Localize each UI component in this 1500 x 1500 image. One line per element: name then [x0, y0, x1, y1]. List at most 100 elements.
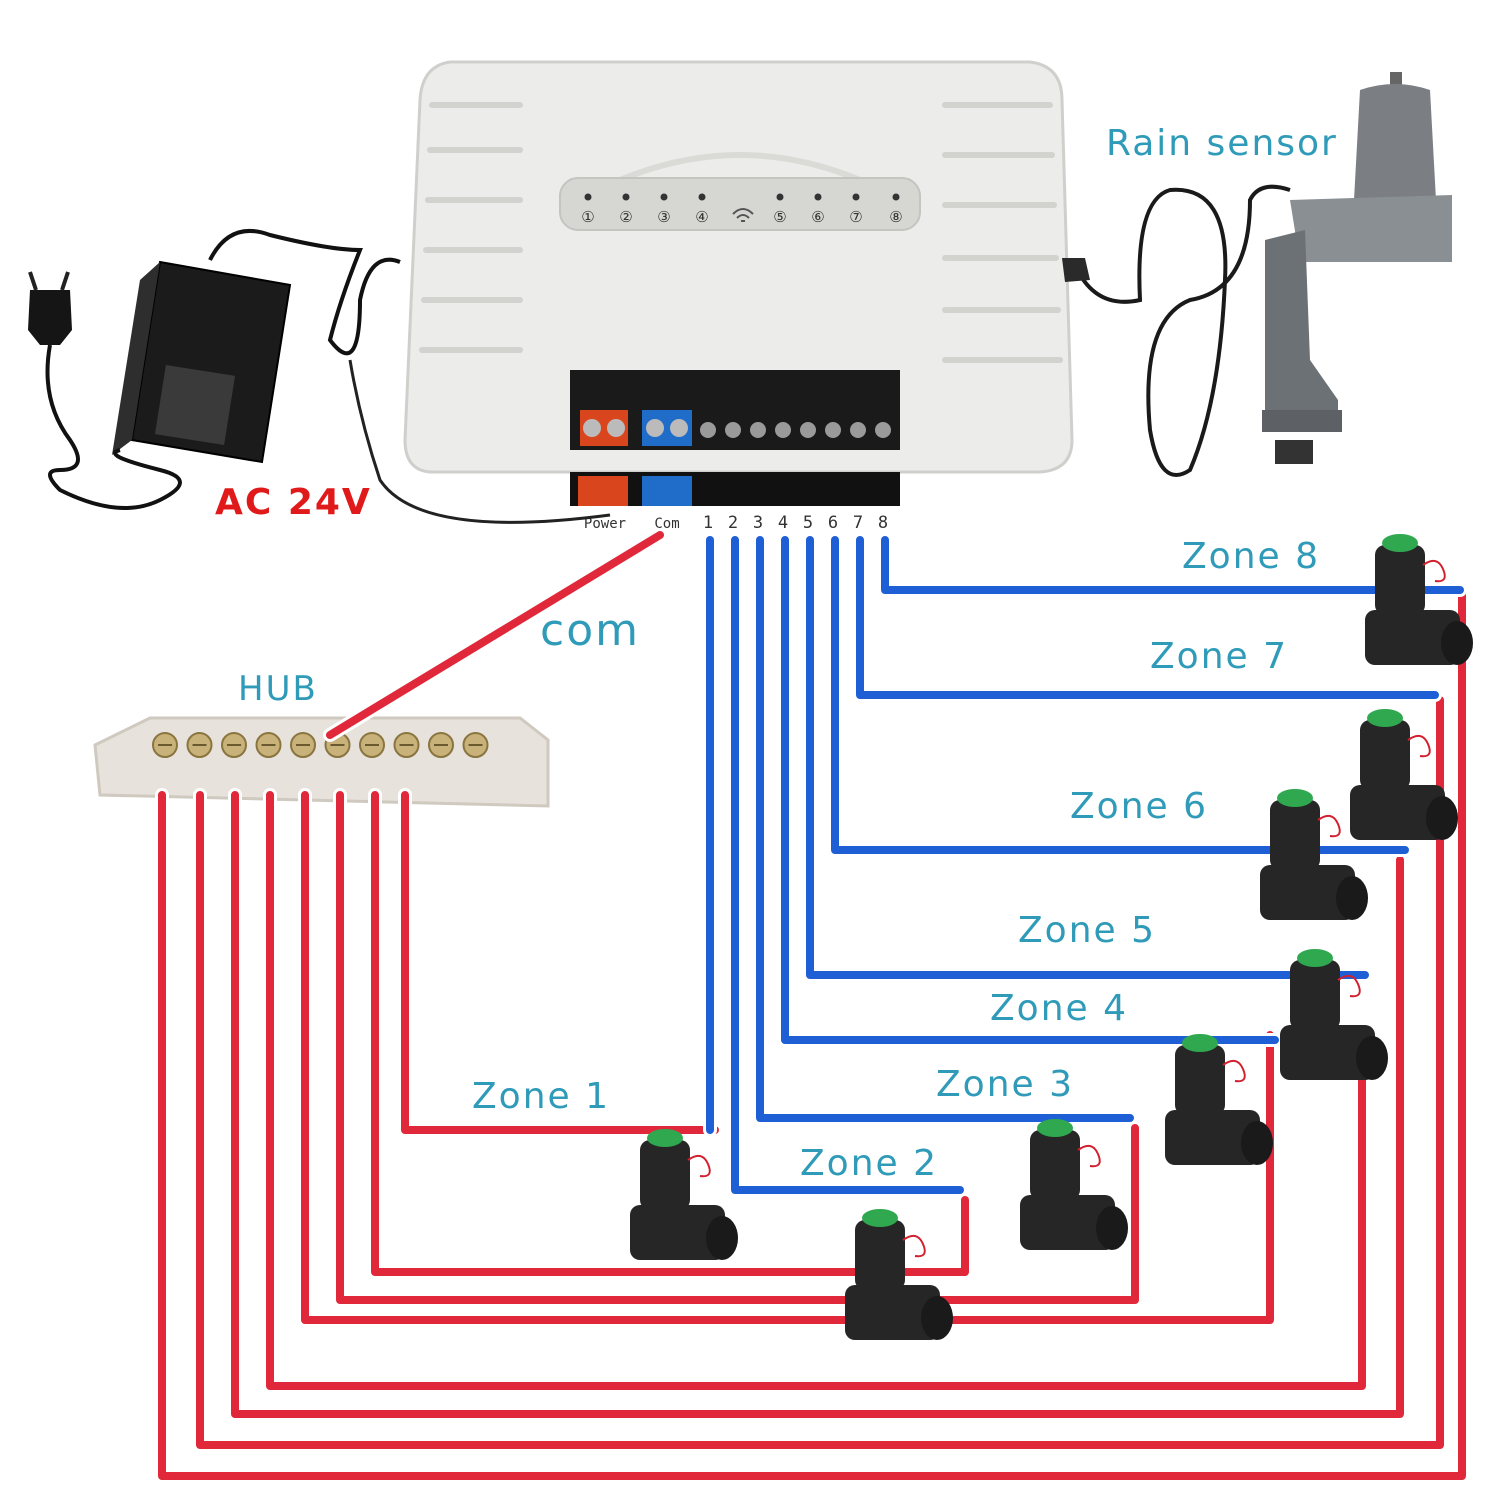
valve-solenoid: [1270, 800, 1320, 870]
led-label-4: ④: [695, 208, 708, 226]
zone-label-6: Zone 6: [1070, 786, 1208, 827]
adapter-cable-top: [208, 229, 401, 356]
controller-hump: [618, 152, 862, 183]
valve-solenoid: [1030, 1130, 1080, 1200]
valve-lead: [1317, 814, 1341, 838]
ac-24v-label: AC 24V: [215, 482, 372, 523]
common-wire-zone-7-outline: [193, 693, 1447, 1452]
led-label-3: ③: [657, 208, 670, 226]
zone-screw-1: [700, 422, 716, 438]
zone-wire-4: [781, 536, 1279, 1044]
common-wires: [155, 528, 1469, 1483]
valve-port: [1096, 1206, 1128, 1250]
led-label-6: ⑥: [811, 208, 824, 226]
valve-zone-6: [1260, 789, 1368, 920]
com-wire: [326, 531, 664, 739]
adapter-side: [112, 262, 160, 455]
common-wire-zone-7: [196, 696, 1444, 1449]
valve-zone-4: [1165, 1034, 1273, 1165]
terminal-label-3: 2: [728, 513, 738, 533]
power-adapter: AC 24V: [28, 229, 611, 524]
valve-zone-5: [1280, 949, 1388, 1080]
led-label-7: ⑦: [849, 208, 862, 226]
zone-wire-8: [881, 536, 1464, 594]
valve-cap: [1182, 1034, 1218, 1052]
valve-zone-1: [630, 1129, 738, 1260]
valve-zone-7: [1350, 709, 1458, 840]
rain-sensor-knob: [1275, 440, 1313, 464]
valve-solenoid: [1360, 720, 1410, 790]
rain-sensor-label: Rain sensor: [1106, 123, 1338, 164]
led-5: [776, 193, 784, 201]
rain-sensor-arm: [1265, 230, 1338, 430]
zone-screw-7: [850, 422, 866, 438]
valve-lead: [1222, 1059, 1246, 1083]
controller-grill-left: [419, 102, 523, 353]
common-wire-zone-8: [158, 584, 1466, 1480]
valve-cap: [647, 1129, 683, 1147]
zone-label-1: Zone 1: [472, 1076, 610, 1117]
rain-sensor-cable-coil: [1073, 184, 1291, 477]
terminal-label-6: 5: [803, 513, 813, 533]
terminal-label-4: 3: [753, 513, 763, 533]
valve-zone-8: [1365, 534, 1473, 665]
valve-cap: [862, 1209, 898, 1227]
led-1: [584, 193, 592, 201]
valve-solenoid: [640, 1140, 690, 1210]
terminal-label-5: 4: [778, 513, 788, 533]
controller-grill-right: [942, 102, 1063, 363]
terminal-label-8: 7: [853, 513, 863, 533]
led-label-2: ②: [619, 208, 632, 226]
common-wire-zone-2: [371, 791, 969, 1276]
common-wire-zone-5: [266, 791, 1366, 1390]
rain-sensor: Rain sensor: [1062, 72, 1452, 477]
zone-wires: [703, 533, 1467, 1197]
hub-label: HUB: [238, 669, 318, 709]
valve-body: [1350, 785, 1445, 840]
adapter-cable-coil: [45, 344, 182, 510]
valve-solenoid: [855, 1220, 905, 1290]
terminal-label-9: 8: [878, 513, 888, 533]
zone-label-2: Zone 2: [800, 1143, 938, 1184]
led-label-8: ⑧: [889, 208, 902, 226]
zone-wire-3: [756, 536, 1134, 1122]
valve-cap: [1297, 949, 1333, 967]
adapter-cable-to-controller: [348, 359, 611, 524]
rain-sensor-clamp: [1262, 410, 1342, 432]
valve-zone-2: [845, 1209, 953, 1340]
com-screw-2: [670, 419, 688, 437]
plug-pin-1: [28, 271, 38, 291]
zone-screw-2: [725, 422, 741, 438]
zone-screw-5: [800, 422, 816, 438]
solenoid-valves: [630, 534, 1473, 1340]
power-screw-2: [607, 419, 625, 437]
zone-label-3: Zone 3: [936, 1064, 1074, 1105]
valve-solenoid: [1375, 545, 1425, 615]
rain-sensor-connector: [1062, 258, 1090, 282]
zone-wire-7: [856, 536, 1439, 699]
valve-port: [1356, 1036, 1388, 1080]
zone-wire-8-outline: [878, 533, 1467, 597]
valve-lead: [1422, 559, 1446, 583]
terminal-label-7: 6: [828, 513, 838, 533]
power-plug-lower: [578, 476, 628, 506]
zone-wire-2: [731, 536, 964, 1194]
valve-port: [1426, 796, 1458, 840]
valve-cap: [1367, 709, 1403, 727]
led-2: [622, 193, 630, 201]
valve-port: [921, 1296, 953, 1340]
adapter-sticker: [154, 364, 236, 446]
controller-body: [403, 60, 1074, 474]
power-screw-1: [583, 419, 601, 437]
hub-screws: [152, 732, 489, 758]
valve-port: [1336, 876, 1368, 920]
valve-lead: [902, 1234, 926, 1258]
common-wire-zone-4: [301, 791, 1274, 1324]
valve-solenoid: [1290, 960, 1340, 1030]
zone-screw-3: [750, 422, 766, 438]
rain-sensor-cap: [1354, 84, 1436, 200]
